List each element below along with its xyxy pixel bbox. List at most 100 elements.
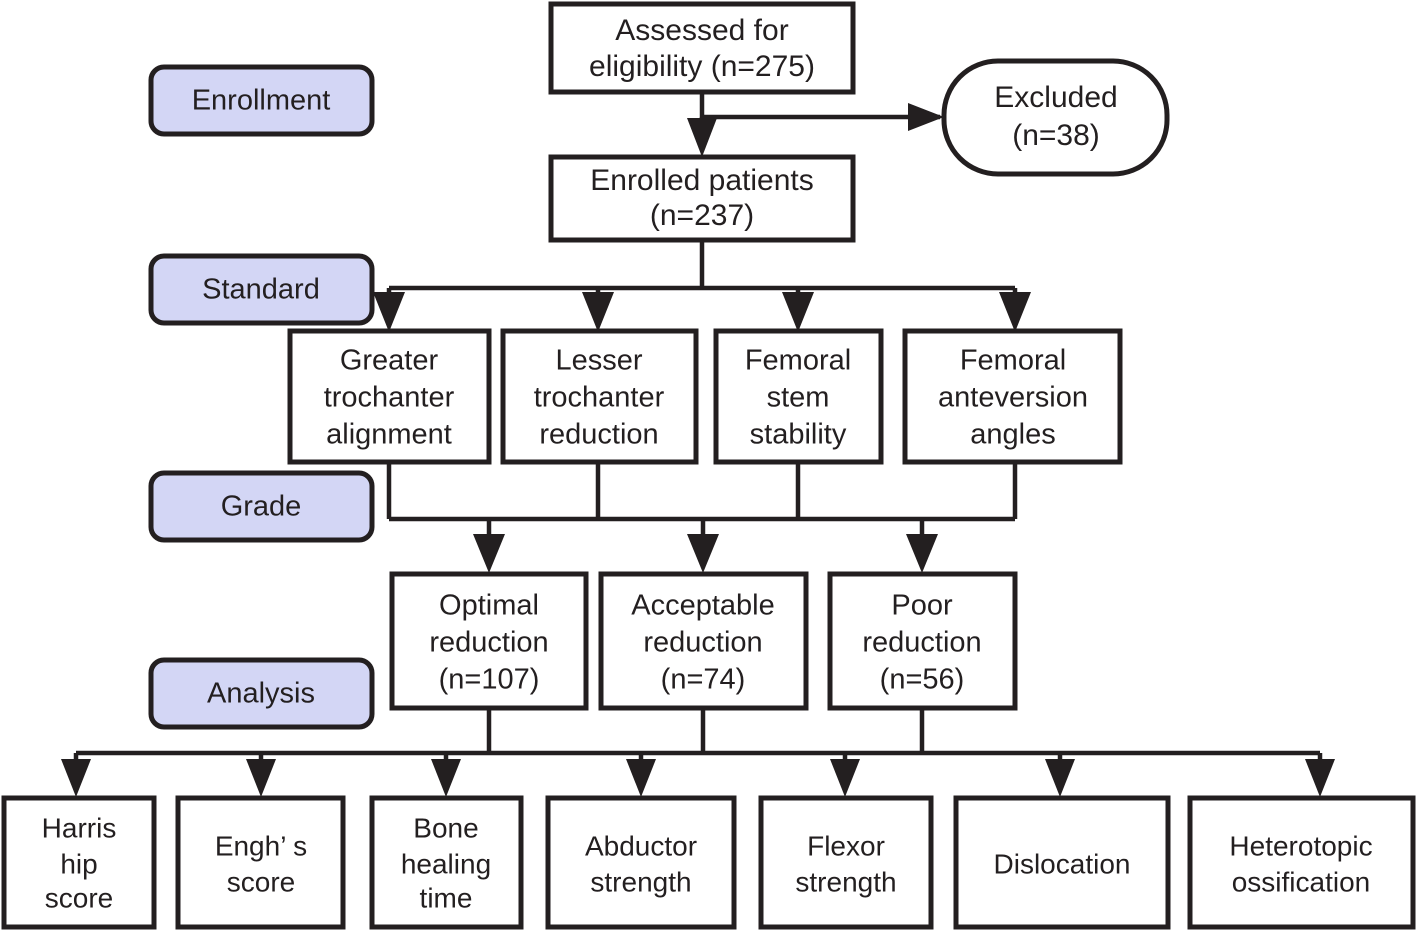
- standard-1-line-1: Greater: [340, 345, 439, 377]
- grade-1-line-3: (n=107): [439, 664, 540, 696]
- arrowhead-out-5: [830, 759, 860, 797]
- outcome-3-line-3: time: [420, 882, 473, 913]
- node-grade-poor-reduction[interactable]: Poor reduction (n=56): [827, 571, 1018, 711]
- grade-2-line-2: reduction: [643, 627, 762, 659]
- node-outcome-harris-hip-score[interactable]: Harris hip score: [1, 795, 157, 930]
- arrowhead-enrolled: [687, 118, 717, 157]
- outcome-6-rect[interactable]: [953, 795, 1171, 930]
- stage-standard-label: Standard: [202, 274, 320, 306]
- outcome-2-rect[interactable]: [175, 795, 346, 930]
- arrowhead-out-2: [246, 759, 276, 797]
- node-grade-optimal-reduction[interactable]: Optimal reduction (n=107): [389, 571, 589, 711]
- stage-label-standard[interactable]: Standard: [148, 253, 375, 326]
- outcome-4-line-2: strength: [590, 866, 691, 897]
- grade-1-line-2: reduction: [429, 627, 548, 659]
- grade-3-rect[interactable]: [827, 571, 1018, 711]
- stage-enrollment-rect[interactable]: [148, 64, 375, 137]
- standard-3-line-2: stem: [767, 382, 830, 414]
- standard-4-line-3: angles: [970, 419, 1055, 451]
- node-outcome-heterotopic-ossification[interactable]: Heterotopic ossification: [1187, 795, 1416, 930]
- arrowhead-excluded: [908, 103, 944, 131]
- outcome-2-line-1: Engh’ s: [215, 830, 307, 861]
- arrowhead-out-7: [1305, 759, 1335, 797]
- grade-2-line-3: (n=74): [661, 664, 746, 696]
- node-assessed-for-eligibility[interactable]: Assessed for eligibility (n=275): [548, 1, 856, 95]
- stage-enrollment-label: Enrollment: [192, 85, 331, 117]
- node-outcome-enghs-score[interactable]: Engh’ s score: [175, 795, 346, 930]
- grade-1-rect[interactable]: [389, 571, 589, 711]
- outcome-5-rect[interactable]: [758, 795, 934, 930]
- outcome-2-line-2: score: [227, 866, 295, 897]
- stage-standard-rect[interactable]: [148, 253, 375, 326]
- standard-1-line-2: trochanter: [324, 382, 455, 414]
- standard-4-rect[interactable]: [902, 328, 1123, 465]
- arrowhead-std-4: [999, 292, 1031, 332]
- outcome-3-line-1: Bone: [413, 812, 478, 843]
- connector-layer: [61, 92, 1335, 797]
- node-standard-femoral-stem-stability[interactable]: Femoral stem stability: [713, 328, 884, 465]
- excluded-rect[interactable]: [941, 58, 1170, 177]
- grade-2-line-1: Acceptable: [631, 590, 775, 622]
- node-outcome-dislocation[interactable]: Dislocation: [953, 795, 1171, 930]
- node-standard-lesser-trochanter-reduction[interactable]: Lesser trochanter reduction: [500, 328, 699, 465]
- assessed-line-1: Assessed for: [615, 14, 788, 47]
- node-standard-femoral-anteversion-angles[interactable]: Femoral anteversion angles: [902, 328, 1123, 465]
- node-grade-acceptable-reduction[interactable]: Acceptable reduction (n=74): [598, 571, 809, 711]
- arrowhead-std-3: [782, 292, 814, 332]
- grade-1-line-1: Optimal: [439, 590, 539, 622]
- outcome-7-line-1: Heterotopic: [1229, 830, 1372, 861]
- node-outcome-flexor-strength[interactable]: Flexor strength: [758, 795, 934, 930]
- grade-3-line-1: Poor: [891, 590, 953, 622]
- outcome-5-line-1: Flexor: [807, 830, 885, 861]
- stage-grade-rect[interactable]: [148, 470, 375, 543]
- node-outcome-bone-healing-time[interactable]: Bone healing time: [369, 795, 524, 930]
- node-enrolled-patients[interactable]: Enrolled patients (n=237): [548, 154, 856, 243]
- node-outcome-abductor-strength[interactable]: Abductor strength: [545, 795, 737, 930]
- standard-3-line-3: stability: [750, 419, 847, 451]
- stage-grade-label: Grade: [221, 491, 302, 523]
- enrolled-line-2: (n=237): [650, 199, 754, 232]
- arrowhead-out-3: [431, 759, 461, 797]
- grade-3-line-2: reduction: [862, 627, 981, 659]
- assessed-line-2: eligibility (n=275): [589, 50, 815, 83]
- standard-4-line-1: Femoral: [960, 345, 1066, 377]
- arrowhead-out-6: [1045, 759, 1075, 797]
- standard-2-line-1: Lesser: [555, 345, 642, 377]
- assessed-rect[interactable]: [548, 1, 856, 95]
- stage-analysis-rect[interactable]: [148, 657, 375, 730]
- outcome-1-line-3: score: [45, 882, 113, 913]
- outcome-1-rect[interactable]: [1, 795, 157, 930]
- stage-label-analysis[interactable]: Analysis: [148, 657, 375, 730]
- arrowhead-std-2: [582, 292, 614, 332]
- node-standard-greater-trochanter-alignment[interactable]: Greater trochanter alignment: [287, 328, 492, 465]
- arrowhead-out-1: [61, 759, 91, 797]
- outcome-4-rect[interactable]: [545, 795, 737, 930]
- outcome-1-line-1: Harris: [42, 812, 117, 843]
- standard-4-line-2: anteversion: [938, 382, 1088, 414]
- node-excluded[interactable]: Excluded (n=38): [941, 58, 1170, 177]
- stage-analysis-label: Analysis: [207, 678, 315, 710]
- standard-2-line-3: reduction: [539, 419, 658, 451]
- excluded-line-2: (n=38): [1012, 119, 1100, 152]
- outcome-7-line-2: ossification: [1232, 866, 1371, 897]
- enrolled-rect[interactable]: [548, 154, 856, 243]
- standard-2-rect[interactable]: [500, 328, 699, 465]
- grade-2-rect[interactable]: [598, 571, 809, 711]
- excluded-line-1: Excluded: [994, 81, 1117, 114]
- grade-3-line-3: (n=56): [880, 664, 965, 696]
- standard-1-rect[interactable]: [287, 328, 492, 465]
- stage-label-enrollment[interactable]: Enrollment: [148, 64, 375, 137]
- arrowhead-grade-3: [906, 534, 938, 573]
- outcome-3-rect[interactable]: [369, 795, 524, 930]
- standard-3-line-1: Femoral: [745, 345, 851, 377]
- arrowhead-grade-2: [687, 534, 719, 573]
- standard-1-line-3: alignment: [326, 419, 452, 451]
- standard-3-rect[interactable]: [713, 328, 884, 465]
- outcome-5-line-2: strength: [795, 866, 896, 897]
- enrolled-line-1: Enrolled patients: [590, 164, 813, 197]
- stage-label-grade[interactable]: Grade: [148, 470, 375, 543]
- outcome-3-line-2: healing: [401, 848, 491, 879]
- outcome-6-line-1: Dislocation: [994, 848, 1131, 879]
- outcome-7-rect[interactable]: [1187, 795, 1416, 930]
